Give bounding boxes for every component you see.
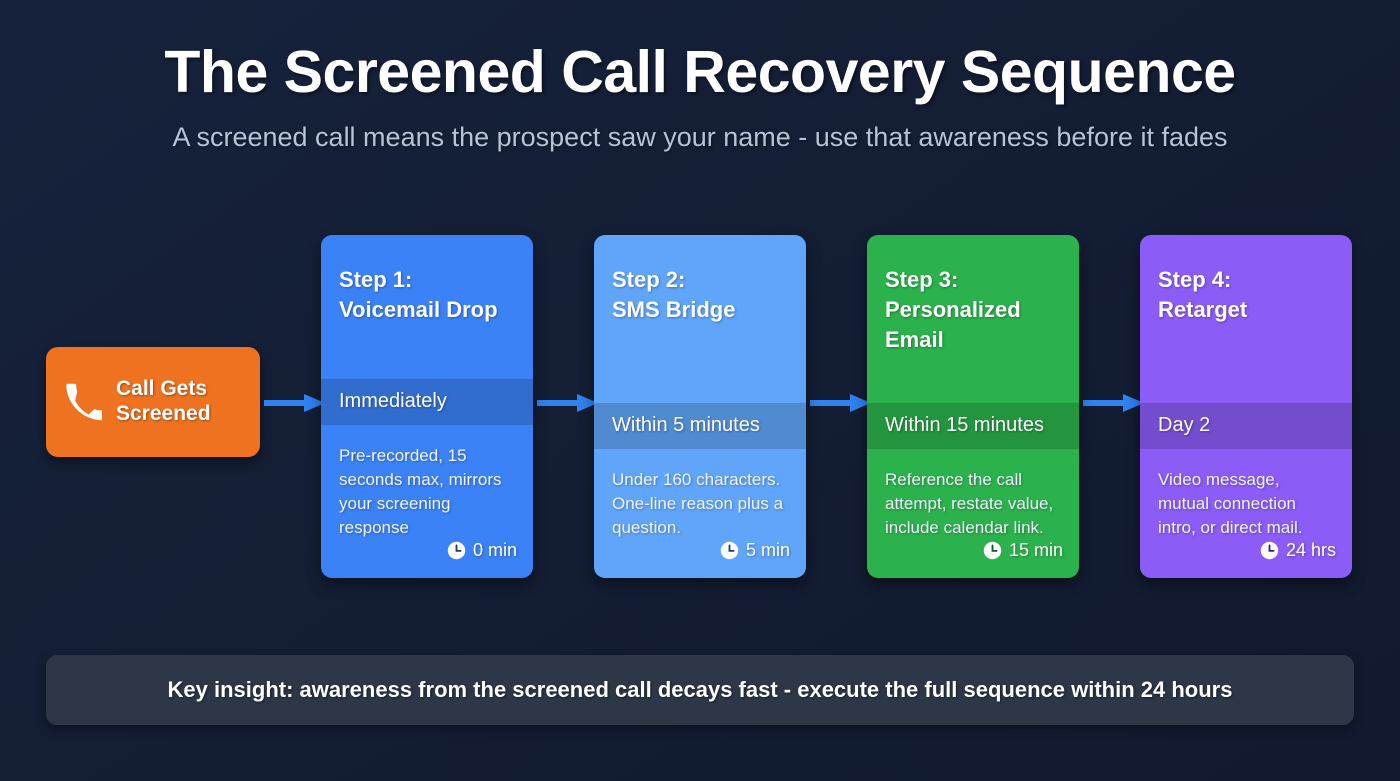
step-card-3[interactable]: Step 3: Personalized Email Within 15 min… <box>867 235 1079 578</box>
step-2-title-line1: Step 2: <box>612 267 686 292</box>
step-card-1[interactable]: Step 1: Voicemail Drop Immediately Pre-r… <box>321 235 533 578</box>
start-node-call-gets-screened[interactable]: Call Gets Screened <box>46 347 260 457</box>
step-1-title: Step 1: Voicemail Drop <box>321 235 533 325</box>
connector-arrow-3 <box>810 394 871 412</box>
step-1-title-line1: Step 1: <box>339 267 413 292</box>
step-2-title: Step 2: SMS Bridge <box>594 235 806 325</box>
step-3-title-line2: Personalized Email <box>885 297 1021 353</box>
step-4-badge: 24 hrs <box>1140 540 1352 578</box>
step-1-title-line2: Voicemail Drop <box>339 297 498 323</box>
connector-arrow-2 <box>537 394 598 412</box>
step-4-description: Video message, mutual connection intro, … <box>1158 470 1303 538</box>
step-3-title: Step 3: Personalized Email <box>867 235 1079 355</box>
step-1-timing: Immediately <box>321 379 533 426</box>
clock-icon <box>1260 541 1279 560</box>
step-4-badge-label: 24 hrs <box>1285 540 1336 560</box>
step-3-badge-label: 15 min <box>1008 540 1063 560</box>
step-2-title-line2: SMS Bridge <box>612 297 736 323</box>
step-1-description: Pre-recorded, 15 seconds max, mirrors yo… <box>339 446 502 538</box>
start-node-label: Call Gets Screened <box>116 377 211 427</box>
clock-icon <box>720 541 739 560</box>
step-card-4[interactable]: Step 4: Retarget Day 2 Video message, mu… <box>1140 235 1352 578</box>
step-card-2[interactable]: Step 2: SMS Bridge Within 5 minutes Unde… <box>594 235 806 578</box>
step-3-badge: 15 min <box>867 540 1079 578</box>
step-3-description: Reference the call attempt, restate valu… <box>885 470 1054 538</box>
step-4-title-spacer <box>1140 325 1352 403</box>
step-2-badge: 5 min <box>594 540 806 578</box>
phone-icon <box>66 383 102 421</box>
step-4-title-line2: Retarget <box>1158 297 1248 323</box>
connector-arrow-1 <box>264 394 325 412</box>
step-2-badge-label: 5 min <box>745 540 790 560</box>
clock-icon <box>983 541 1002 560</box>
step-2-timing: Within 5 minutes <box>594 403 806 450</box>
step-3-title-line1: Step 3: <box>885 267 959 292</box>
start-node-label-line2: Screened <box>116 402 211 425</box>
key-insight-text: Key insight: awareness from the screened… <box>167 677 1233 702</box>
step-1-badge: 0 min <box>321 540 533 578</box>
step-3-title-spacer <box>867 355 1079 403</box>
step-1-title-spacer <box>321 325 533 379</box>
start-node-label-line1: Call Gets <box>116 377 208 401</box>
page-subtitle: A screened call means the prospect saw y… <box>172 122 1228 152</box>
key-insight-bar: Key insight: awareness from the screened… <box>46 655 1354 725</box>
step-3-timing: Within 15 minutes <box>867 403 1079 450</box>
step-2-description: Under 160 characters. One-line reason pl… <box>612 470 784 538</box>
step-4-title: Step 4: Retarget <box>1140 235 1352 325</box>
step-4-timing: Day 2 <box>1140 403 1352 450</box>
clock-icon <box>447 541 466 560</box>
step-2-title-spacer <box>594 325 806 403</box>
step-4-title-line1: Step 4: <box>1158 267 1232 292</box>
step-1-badge-label: 0 min <box>472 540 517 560</box>
page-title: The Screened Call Recovery Sequence <box>164 39 1236 105</box>
connector-arrow-4 <box>1083 394 1144 412</box>
